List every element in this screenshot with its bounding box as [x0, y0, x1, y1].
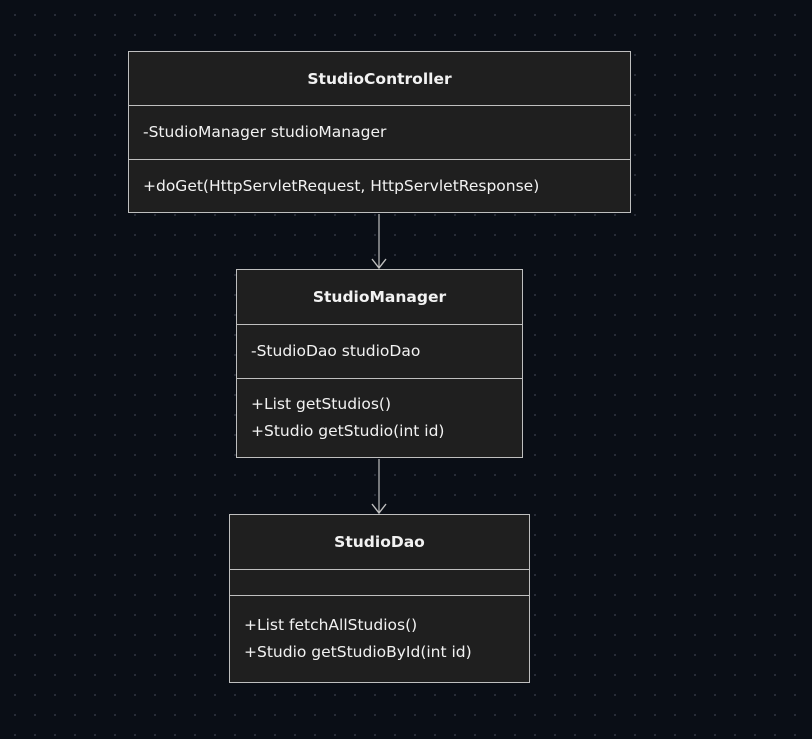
- method-item: +Studio getStudio(int id): [251, 422, 445, 440]
- attribute-item: -StudioManager studioManager: [143, 123, 387, 141]
- class-methods: +doGet(HttpServletRequest, HttpServletRe…: [129, 160, 630, 212]
- class-studio-dao[interactable]: StudioDao +List fetchAllStudios() +Studi…: [229, 514, 530, 683]
- class-name: StudioManager: [237, 270, 522, 325]
- class-attributes: -StudioDao studioDao: [237, 325, 522, 379]
- arrowhead-icon: [371, 258, 387, 270]
- class-name: StudioController: [129, 52, 630, 106]
- method-item: +doGet(HttpServletRequest, HttpServletRe…: [143, 176, 540, 195]
- relation-controller-to-manager: [371, 214, 387, 270]
- attribute-item: -StudioDao studioDao: [251, 342, 421, 360]
- method-item: +Studio getStudioById(int id): [244, 643, 472, 661]
- arrowhead-icon: [371, 503, 387, 515]
- class-studio-controller[interactable]: StudioController -StudioManager studioMa…: [128, 51, 631, 213]
- class-methods: +List fetchAllStudios() +Studio getStudi…: [230, 596, 529, 682]
- class-studio-manager[interactable]: StudioManager -StudioDao studioDao +List…: [236, 269, 523, 458]
- class-methods: +List getStudios() +Studio getStudio(int…: [237, 379, 522, 457]
- class-name: StudioDao: [230, 515, 529, 570]
- class-attributes: -StudioManager studioManager: [129, 106, 630, 160]
- class-attributes: [230, 570, 529, 596]
- relation-manager-to-dao: [371, 459, 387, 515]
- method-item: +List getStudios(): [251, 395, 391, 413]
- method-item: +List fetchAllStudios(): [244, 616, 418, 634]
